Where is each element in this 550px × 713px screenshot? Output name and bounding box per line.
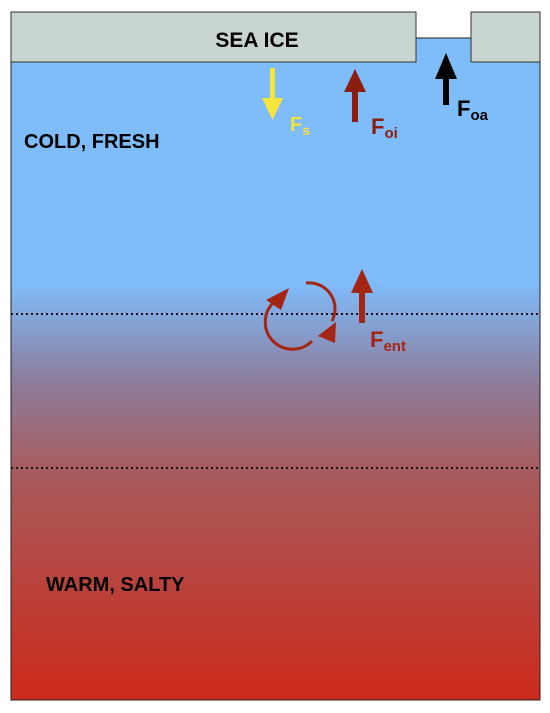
fs-down-arrow-icon [262,68,283,120]
foi-label: Foi [371,114,398,142]
cold-fresh-label: COLD, FRESH [24,131,160,153]
sea-ice-floe-right [470,11,541,63]
fent-label: Fent [370,327,406,355]
fs-label: Fs [290,114,310,138]
foa-up-arrow-icon [435,53,457,105]
ocean-water-column [10,37,541,701]
foi-up-arrow-icon [344,69,366,122]
sea-ice-floe [10,11,417,63]
warm-salty-label: WARM, SALTY [46,574,185,596]
circular-mixing-arrows-icon [263,281,337,351]
fent-up-arrow-icon [351,269,373,323]
sea-ice-label: SEA ICE [215,29,298,52]
foa-label: Foa [457,96,489,124]
